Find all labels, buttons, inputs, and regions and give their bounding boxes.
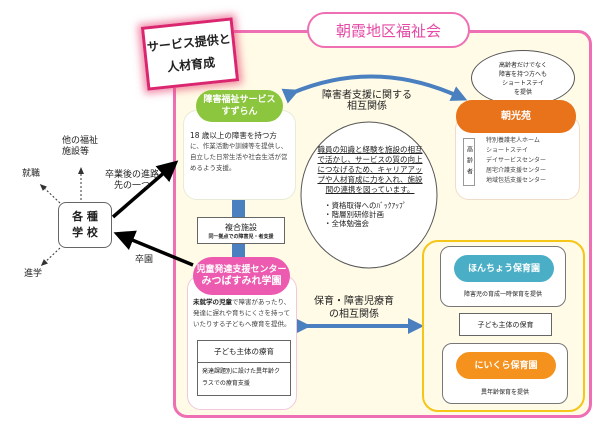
from-mitsuba-label: 卒園 [135, 255, 154, 265]
complex-sub: 同一拠点での障害児・者支援 [208, 233, 274, 240]
suzuran-card: 18 歳以上の障害を持つ方に、作業活動や訓練等を提供し、自立した日常生活や社会生… [183, 110, 296, 200]
mitsuba-desc: で障害があったり、発達に遅れや育ちにくさを持っていたりする子どもへ療育を提供。 [193, 298, 291, 328]
to-suzuran-label: 卒業後の進路 先の一つ [105, 170, 160, 191]
center-circle [300, 121, 438, 269]
center-text: 職員の知識と経験を施設の相互で活かし、サービスの質の向上につなげるため、キャリア… [317, 145, 423, 194]
mitsuba-name2: みつばすみれ学園 [201, 276, 282, 287]
service-item: デイサービスセンター [486, 157, 547, 164]
ryoiku-desc: 発達課題別に設けた異年齢クラスでの療育支援 [202, 368, 281, 387]
arrow-job [39, 183, 61, 204]
top-relation-label: 障害者支援に関する 相互関係 [322, 90, 412, 112]
suzuran-name2: すずらん [221, 107, 258, 117]
suzuran-name1: 障害福祉サービス [203, 95, 276, 105]
association-title: 朝霞地区福祉会 [307, 12, 470, 48]
complex-title: 複合施設 [225, 222, 257, 232]
mitsuba-pill: 児童発達支援センターみつばすみれ学園 [193, 257, 290, 295]
service-item: ショートステイ [486, 147, 529, 154]
shortstay-bubble: 高齢者だけでなく 障害を持つ方へも ショートステイ を提供 [471, 50, 575, 106]
school-line2: 学 校 [72, 226, 98, 239]
mitsuba-name1: 児童発達支援センター [196, 265, 287, 275]
arrow-to-school [113, 230, 194, 267]
honchou-card: ほんちょう保育園 障害児の育成一時保育を提供 [440, 246, 566, 307]
niikura-pill: にいくら保育園 [456, 352, 556, 379]
ryoiku-box: 子ども主体の療育 発達課題別に設けた異年齢クラスでの療育支援 [197, 340, 291, 396]
out-other-label: 他の福祉 施設等 [62, 136, 99, 157]
honchou-pill: ほんちょう保育園 [454, 255, 554, 282]
school-box: 各 種学 校 [58, 202, 112, 248]
out-study-label: 進学 [24, 269, 43, 279]
service-item: 居宅介護支援センター [486, 167, 547, 174]
ryoiku-title: 子ども主体の療育 [198, 341, 290, 363]
complex-box: 複合施設同一拠点での障害児・者支援 [197, 217, 285, 244]
service-item: 地域包括支援センター [486, 177, 547, 184]
suzuran-desc-lead: 18 歳以上の障害を持つ方 [190, 131, 277, 140]
suzuran-desc: に、作業活動や訓練等を提供し、自立した日常生活や社会生活が営めるよう支援。 [190, 142, 288, 172]
mid-relation-label: 保育・障害児療育 の相互関係 [314, 296, 394, 320]
center-bullet: ・階層別研修計画 [324, 210, 384, 219]
arrow-top-relation [281, 74, 468, 104]
out-job-label: 就職 [22, 169, 41, 179]
niikura-desc: 異年齢保育を提供 [480, 389, 529, 396]
choukou-side-label: 高齢者 [463, 138, 475, 186]
center-bullet: ・全体勉強会 [324, 219, 369, 228]
suzuran-pill: 障害福祉サービスすずらん [196, 90, 283, 122]
school-line1: 各 種 [72, 210, 98, 223]
arrow-to-suzuran [111, 160, 179, 219]
honchou-desc: 障害児の育成一時保育を提供 [463, 291, 542, 298]
nursery-group [422, 240, 585, 412]
choukou-pill: 朝光苑 [456, 100, 576, 133]
center-bullet: ・資格取得へのﾊﾞｯｸｱｯﾌﾟ [324, 201, 407, 210]
niikura-card: にいくら保育園 異年齢保育を提供 [442, 343, 568, 404]
mitsuba-desc-lead: 未就学の児童 [193, 298, 232, 306]
center-text-block: 職員の知識と経験を施設の相互で活かし、サービスの質の向上につなげるため、キャリア… [314, 145, 426, 228]
arrow-study [40, 247, 61, 267]
hoiku-center-box: 子ども主体の保育 [459, 313, 552, 336]
service-item: 特別養護老人ホーム [486, 137, 540, 144]
